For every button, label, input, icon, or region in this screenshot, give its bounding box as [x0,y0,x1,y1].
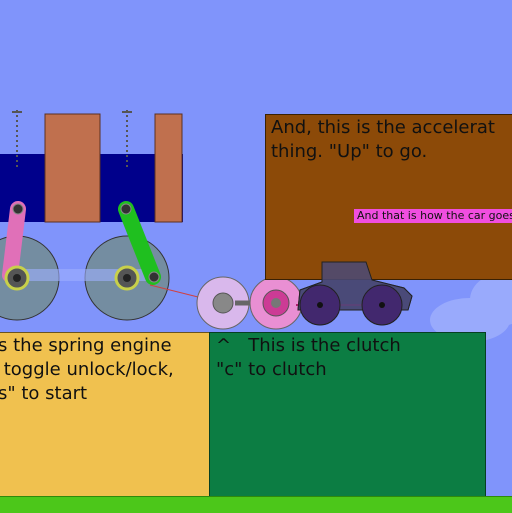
cloud [430,274,512,342]
crank-pivot-green-top [120,203,132,215]
ground [0,496,512,513]
piston-housing-right [154,113,183,223]
clutch-note: ^ This is the clutch "c" to clutch [216,335,401,380]
accelerator-panel [265,114,512,280]
car-label: And that is how the car goes [354,209,512,223]
clutch-hub-lavender [212,292,234,314]
car-hub-front [379,302,385,308]
accelerator-note: And, this is the accelerat thing. "Up" t… [271,117,495,162]
spring-coil-right [122,110,132,170]
spring-engine-panel [0,332,211,500]
piston-housing-left [44,113,101,223]
crank-arm-green[interactable] [118,201,161,285]
spring-engine-note: s the spring engine toggle unlock/lock, … [0,335,174,404]
clutch-panel [209,332,486,500]
crank-pivot-green-bottom [148,271,160,283]
clutch-axle [271,298,281,308]
crank-arm-pink[interactable] [2,201,26,283]
crank-pivot-pink-top [12,203,24,215]
spring-coil-left [12,110,22,170]
engine-hub-left [4,265,30,291]
car-hub-rear [317,302,323,308]
engine-hub-right [114,265,140,291]
